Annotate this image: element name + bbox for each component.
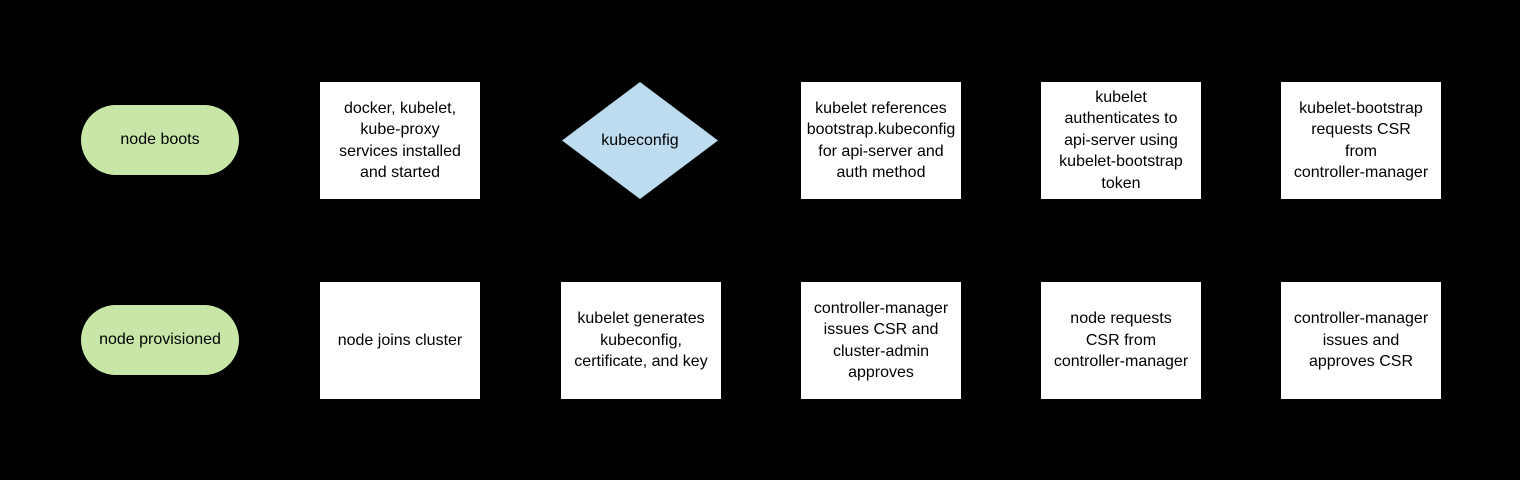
node-label-line: kubelet-bootstrap [1299, 99, 1423, 117]
node-label-line: docker, kubelet, [343, 99, 457, 117]
node-label-line: kubelet generates [577, 310, 705, 328]
node-label: controller-manager issues CSR and cluster-… [801, 298, 961, 384]
node-label-line: from [1345, 142, 1377, 160]
node-label-line: kubelet [1095, 88, 1147, 106]
node-label-line: kubeconfig [601, 131, 679, 149]
flow-node-node-joins-cluster[interactable]: node joins cluster [320, 282, 480, 399]
node-label: node boots [81, 129, 239, 151]
node-label-line: kubelet references [815, 99, 947, 117]
node-label-line: certificate, and key [574, 353, 708, 371]
node-label: controller-manager issues and approves CSR [1281, 308, 1441, 373]
node-label: docker, kubelet, kube-proxy services insta… [320, 98, 480, 184]
node-label-line: cluster-admin [832, 342, 930, 360]
node-label: kubelet references bootstrap.kubeconfig fo… [801, 98, 961, 184]
node-label-line: for api-server and [818, 142, 944, 160]
node-label-line: api-server using [1064, 131, 1178, 149]
node-label-line: node joins cluster [337, 331, 463, 349]
node-label-line: authenticates to [1064, 110, 1178, 128]
node-label-line: approves CSR [1308, 353, 1414, 371]
node-label: node provisioned [81, 329, 239, 351]
node-label-line: CSR from [1085, 331, 1157, 349]
node-label: node joins cluster [320, 330, 480, 352]
node-label-line: and started [359, 164, 441, 181]
flow-node-kubelet-authenticates[interactable]: kubelet authenticates to api-server using k… [1041, 82, 1201, 199]
node-label-line: controller-manager [1293, 164, 1429, 181]
node-label-line: node provisioned [99, 331, 221, 349]
flow-node-node-boots[interactable]: node boots [81, 105, 239, 175]
flow-node-services-installed[interactable]: docker, kubelet, kube-proxy services insta… [320, 82, 480, 199]
node-label: kubelet generates kubeconfig, certificate,… [561, 308, 721, 373]
flow-node-kubelet-generates-kubeconfig[interactable]: kubelet generates kubeconfig, certificate,… [561, 282, 721, 399]
node-label-line: node requests [1070, 310, 1172, 328]
node-label-line: controller-manager [813, 299, 949, 317]
node-label-line: services installed [339, 142, 461, 160]
node-label-line: auth method [836, 164, 926, 181]
flow-node-node-provisioned[interactable]: node provisioned [81, 305, 239, 375]
node-label-line: token [1101, 174, 1141, 192]
flow-node-controller-manager-issues-csr[interactable]: controller-manager issues CSR and cluster-… [801, 282, 961, 399]
node-label-line: approves [848, 364, 914, 381]
node-label-line: controller-manager [1053, 353, 1189, 371]
node-label-line: kubeconfig, [600, 331, 682, 349]
node-label-line: requests CSR [1311, 121, 1411, 138]
node-label-line: kube-proxy [360, 121, 440, 138]
node-label: kubelet-bootstrap requests CSR from control… [1281, 98, 1441, 184]
flow-node-kubeconfig-decision[interactable]: kubeconfig [562, 82, 718, 199]
node-label-line: bootstrap.kubeconfig [806, 121, 956, 138]
flow-node-controller-manager-issues-approves[interactable]: controller-manager issues and approves CSR [1281, 282, 1441, 399]
flow-node-kubelet-bootstrap-requests-csr[interactable]: kubelet-bootstrap requests CSR from control… [1281, 82, 1441, 199]
node-label: kubelet authenticates to api-server using k… [1041, 87, 1201, 195]
node-label-line: controller-manager [1293, 310, 1429, 328]
node-label: kubeconfig [562, 130, 718, 152]
node-label-line: issues and [1322, 331, 1400, 349]
flow-node-kubelet-references-bootstrap[interactable]: kubelet references bootstrap.kubeconfig fo… [801, 82, 961, 199]
node-label-line: kubelet-bootstrap [1059, 153, 1183, 171]
node-label-line: node boots [120, 131, 200, 149]
node-label-line: issues CSR and [823, 321, 939, 338]
